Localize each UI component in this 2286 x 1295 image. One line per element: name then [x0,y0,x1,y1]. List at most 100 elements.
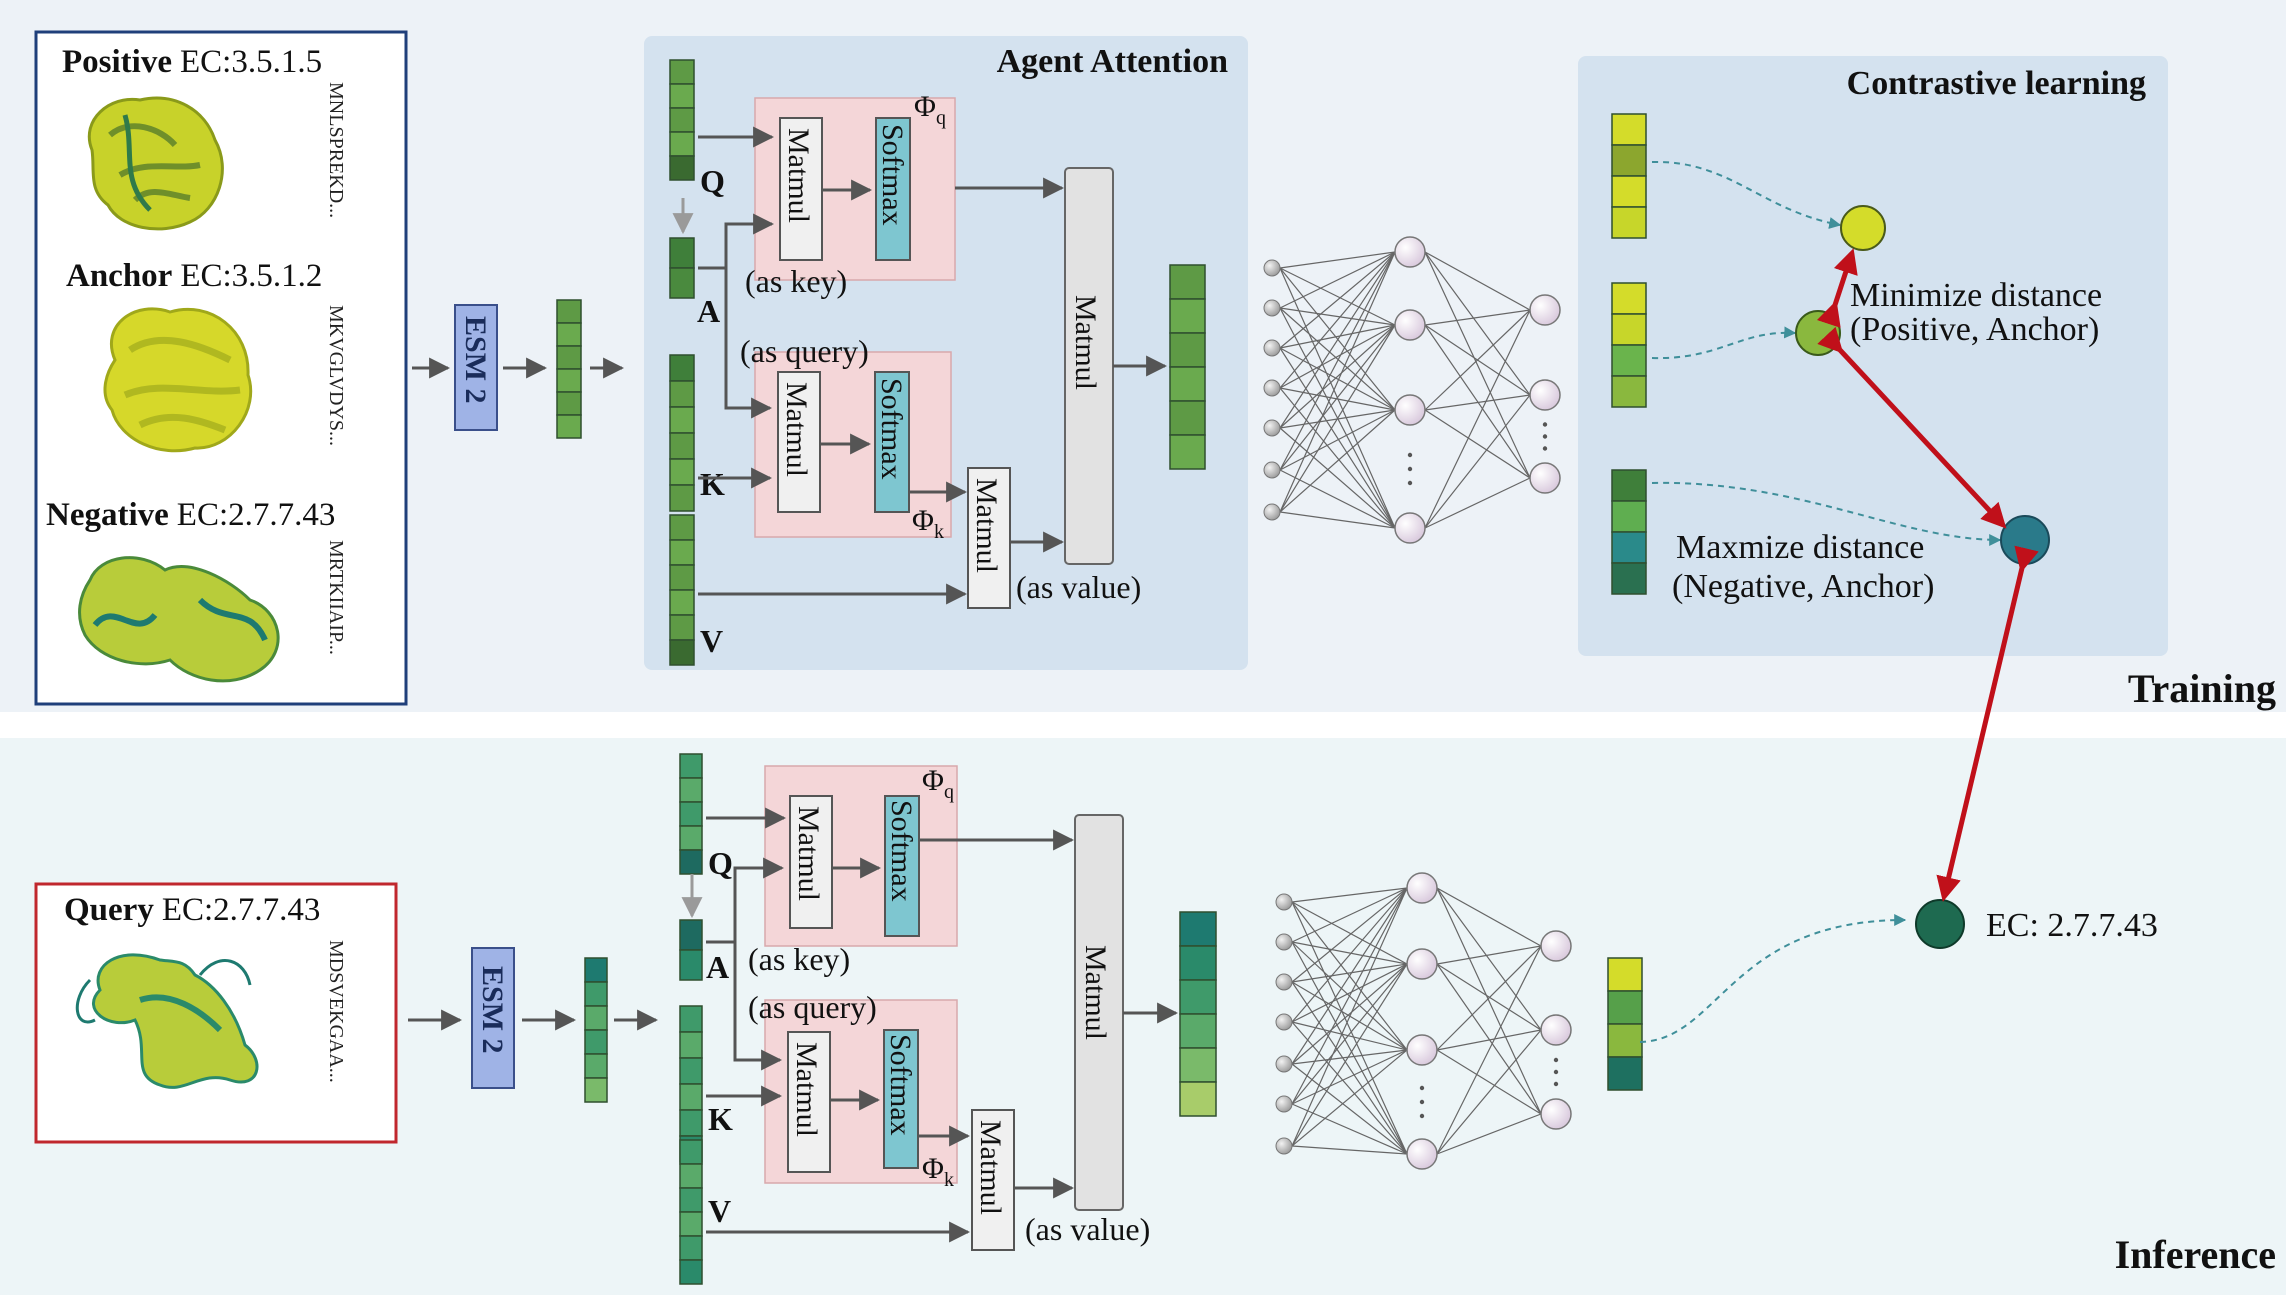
nn-edge [1279,307,1396,326]
vector-cell [1611,206,1647,239]
attention-output-vector-inference [1179,911,1217,1117]
nn-edge [1424,251,1531,479]
nn-edge [1424,409,1531,479]
vector-cell [556,299,582,324]
nn-edge [1436,1113,1542,1155]
nn-edge [1424,324,1531,479]
nn-edge [1424,309,1531,411]
nn-input-node [1275,1137,1293,1155]
nn-edge [1291,963,1408,1023]
vector-cell [1611,469,1647,502]
nn-edge [1436,945,1542,1155]
vector-cell [584,1077,608,1103]
vector-cell [679,849,703,875]
nn-input-node [1263,461,1281,479]
agent-attention-title: Agent Attention [997,43,1228,80]
vector-cell [679,825,703,851]
nn-edge [1279,511,1396,529]
nn-input-node [1263,339,1281,357]
negative-point [2000,515,2050,565]
vector-cell [1169,298,1206,334]
dashed-arrow-negative [1651,481,2002,546]
nn-input-node [1263,259,1281,277]
vector-cell [1611,313,1647,346]
esm-output-vector-inference [584,957,608,1103]
vector-cell [1169,434,1206,470]
nn-edge [1291,963,1408,1147]
vector-cell [679,1139,703,1165]
nn-edge [1279,251,1396,309]
red-distance-arrows [1816,248,2039,902]
nn-ellipsis-dot [1419,1099,1425,1105]
nn-hidden-node [1406,1138,1438,1170]
vector-cell [669,406,695,434]
matmul-block-1-training [779,117,823,261]
positive-point [1840,205,1886,251]
vector-cell [669,639,695,666]
nn-edge [1279,324,1396,513]
vector-cell [1607,957,1643,992]
vector-cell [584,957,608,983]
nn-input-node [1275,933,1293,951]
nn-ellipsis-dot [1407,480,1413,486]
nn-edge [1291,981,1408,1155]
key-vector-inference [679,1005,703,1163]
as-key-label-training: (as key) [745,263,847,299]
nn-ellipsis-dot [1542,446,1548,451]
nn-edge [1424,251,1531,396]
nn-ellipsis-dot [1542,422,1548,427]
matmul-label-big-inference: Matmul [1079,945,1112,1040]
anchor-protein-structure [103,307,253,453]
vector-cell [1169,366,1206,402]
nn-edge [1436,887,1542,1031]
vector-cell [679,801,703,827]
nn-edge [1279,251,1396,389]
vector-cell [556,368,582,393]
vector-cell [669,614,695,641]
nn-edge [1279,409,1396,471]
nn-edge [1436,945,1542,1051]
agent-vector-inference [679,919,703,981]
nn-edge [1291,941,1408,965]
softmax-block-1-inference [884,795,920,937]
nn-ellipsis-dot [1553,1081,1559,1087]
vector-cell [669,59,695,85]
vector-cell [679,919,703,951]
nn-input-node [1263,379,1281,397]
nn-edge [1436,963,1542,1115]
vector-cell [556,391,582,416]
nn-ellipsis-dot [1419,1085,1425,1091]
vector-cell [1607,1056,1643,1091]
nn-output-node [1529,379,1561,411]
v-label-inference: V [708,1193,731,1229]
query-vector-training [669,59,695,181]
vector-cell [679,1005,703,1033]
nn-input-node [1275,1055,1293,1073]
key-vector-training [669,354,695,512]
as-query-label-training: (as query) [740,333,869,369]
softmax-label-2-training: Softmax [875,378,908,480]
matmul-label-2-inference: Matmul [790,1042,823,1137]
nn-edge [1279,427,1396,529]
vector-cell [1169,332,1206,368]
as-query-label-inference: (as query) [748,989,877,1025]
negative-embedding-vector [1611,469,1647,595]
vector-cell [679,949,703,981]
vector-cell [679,1211,703,1237]
nn-output-node [1529,294,1561,326]
vector-cell [669,354,695,382]
as-key-label-inference: (as key) [748,941,850,977]
nn-edge [1291,963,1408,1065]
vector-cell [669,589,695,616]
maximize-distance-line1: Maxmize distance [1676,529,1924,566]
nn-hidden-node [1394,394,1426,426]
nn-edge [1436,1029,1542,1051]
vector-cell [1611,175,1647,208]
vector-cell [679,1031,703,1059]
as-value-label-inference: (as value) [1025,1211,1150,1247]
vector-cell [679,1083,703,1111]
vector-cell [1611,375,1647,408]
vector-cell [679,777,703,803]
positive-embedding-vector [1611,113,1647,239]
vector-cell [669,155,695,181]
